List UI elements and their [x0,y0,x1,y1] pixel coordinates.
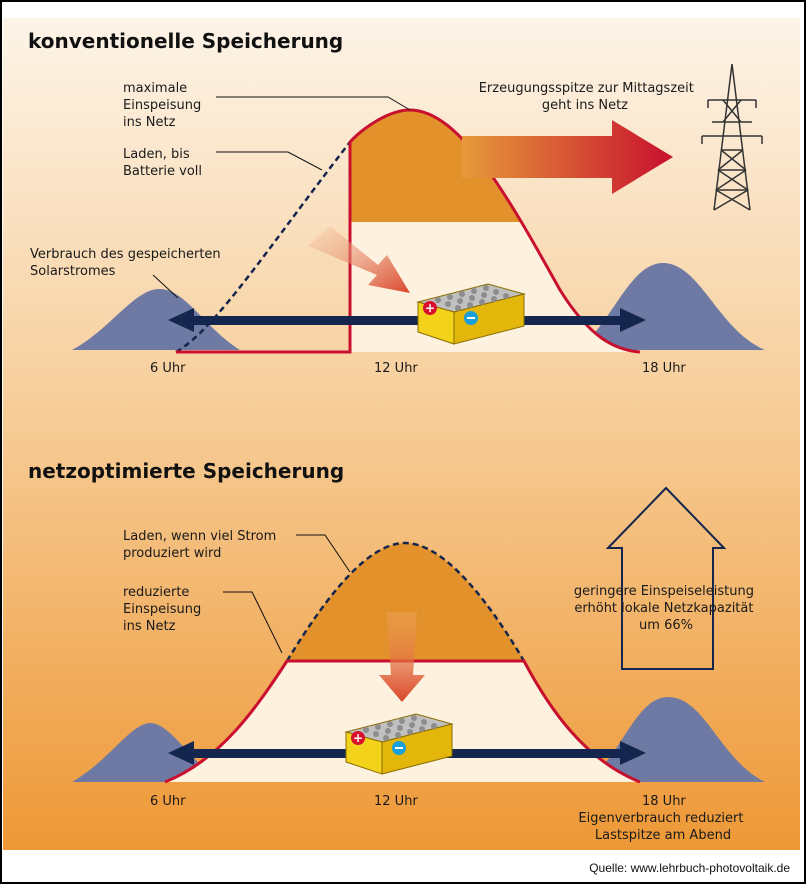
source-credit: Quelle: www.lehrbuch-photovoltaik.de [589,861,790,875]
consumption-arrow-top [168,308,646,332]
charging-arrow [308,226,410,293]
tick-18-bottom: 18 Uhr [642,794,686,809]
tick-18-top: 18 Uhr [642,361,686,376]
label-reduced-feed-in: reduzierte Einspeisung ins Netz [123,585,205,634]
consumption-hill-morning [72,288,240,350]
label-peak-to-grid: Erzeugungsspitze zur Mittagszeit geht in… [479,81,698,113]
label-max-feed-in: maximale Einspeisung ins Netz [123,81,205,130]
svg-text:+: + [353,731,363,745]
charging-dashed-curve [175,141,351,354]
leader-line-consumption [152,274,179,299]
plus-icon [423,301,437,315]
leader-line-charge [216,151,323,171]
grid-feed-arrow [462,120,673,194]
label-consumption: Verbrauch des gespeicherten Solarstromes [30,247,225,279]
label-charge-full: Laden, bis Batterie voll [123,147,202,179]
tick-12-top: 12 Uhr [374,361,418,376]
label-grid-capacity: geringere Einspeiseleistung erhöht lokal… [574,584,758,633]
label-self-consumption: Eigenverbrauch reduziert Lastspitze am A… [578,811,747,843]
svg-text:+: + [425,301,435,315]
consumption-hill-morning-bottom [72,723,220,782]
feed-in-area [350,110,520,222]
battery-icon-bottom: + [344,713,454,775]
bottom-title: netzoptimierte Speicherung [28,459,344,483]
charging-area-bottom [287,543,524,661]
tick-12-bottom: 12 Uhr [374,794,418,809]
battery-icon: + [416,283,526,345]
tick-6-top: 6 Uhr [150,361,186,376]
leader-line-max [216,96,411,111]
tick-6-bottom: 6 Uhr [150,794,186,809]
charging-arrow-bottom [379,612,425,702]
consumption-hill-evening-bottom [585,697,765,782]
leader-line-reduced [223,591,283,654]
plus-icon-bottom [351,731,365,745]
power-pylon-icon [701,63,763,211]
leader-line-charge-bottom [296,534,351,573]
charging-dashed-curve-bottom [285,541,526,662]
capacity-arrow-outline [605,486,727,670]
top-title: konventionelle Speicherung [28,29,343,53]
label-charge-bottom: Laden, wenn viel Strom produziert wird [123,529,280,561]
